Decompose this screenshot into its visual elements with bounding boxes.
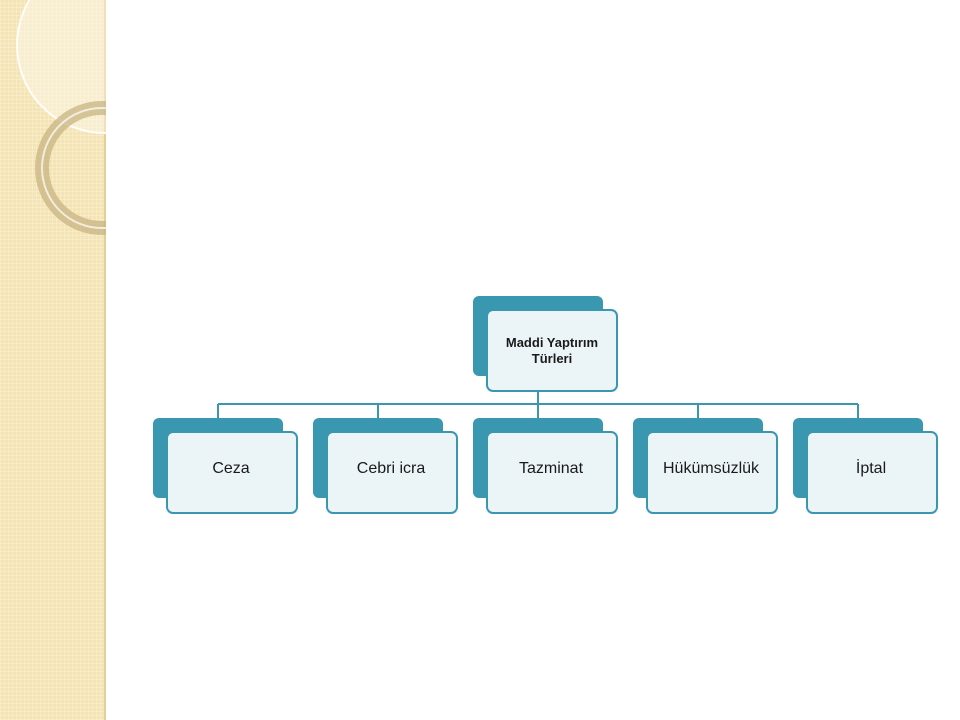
root-node-label: Maddi Yaptırım Türleri bbox=[505, 334, 599, 366]
child-node-front bbox=[806, 431, 938, 514]
child-node-front bbox=[486, 431, 618, 514]
child-node-front bbox=[326, 431, 458, 514]
child-node-label: Ceza bbox=[212, 459, 250, 477]
child-node-label: Tazminat bbox=[518, 459, 584, 477]
child-node-label: İptal bbox=[855, 459, 887, 477]
child-node-label: Cebri icra bbox=[356, 459, 426, 477]
decorative-circles-icon bbox=[16, 0, 106, 235]
root-node-front bbox=[486, 309, 618, 392]
child-node-front bbox=[646, 431, 778, 514]
child-node-label: Hükümsüzlük bbox=[662, 459, 760, 477]
child-node-front bbox=[166, 431, 298, 514]
left-decorative-strip bbox=[0, 0, 106, 720]
